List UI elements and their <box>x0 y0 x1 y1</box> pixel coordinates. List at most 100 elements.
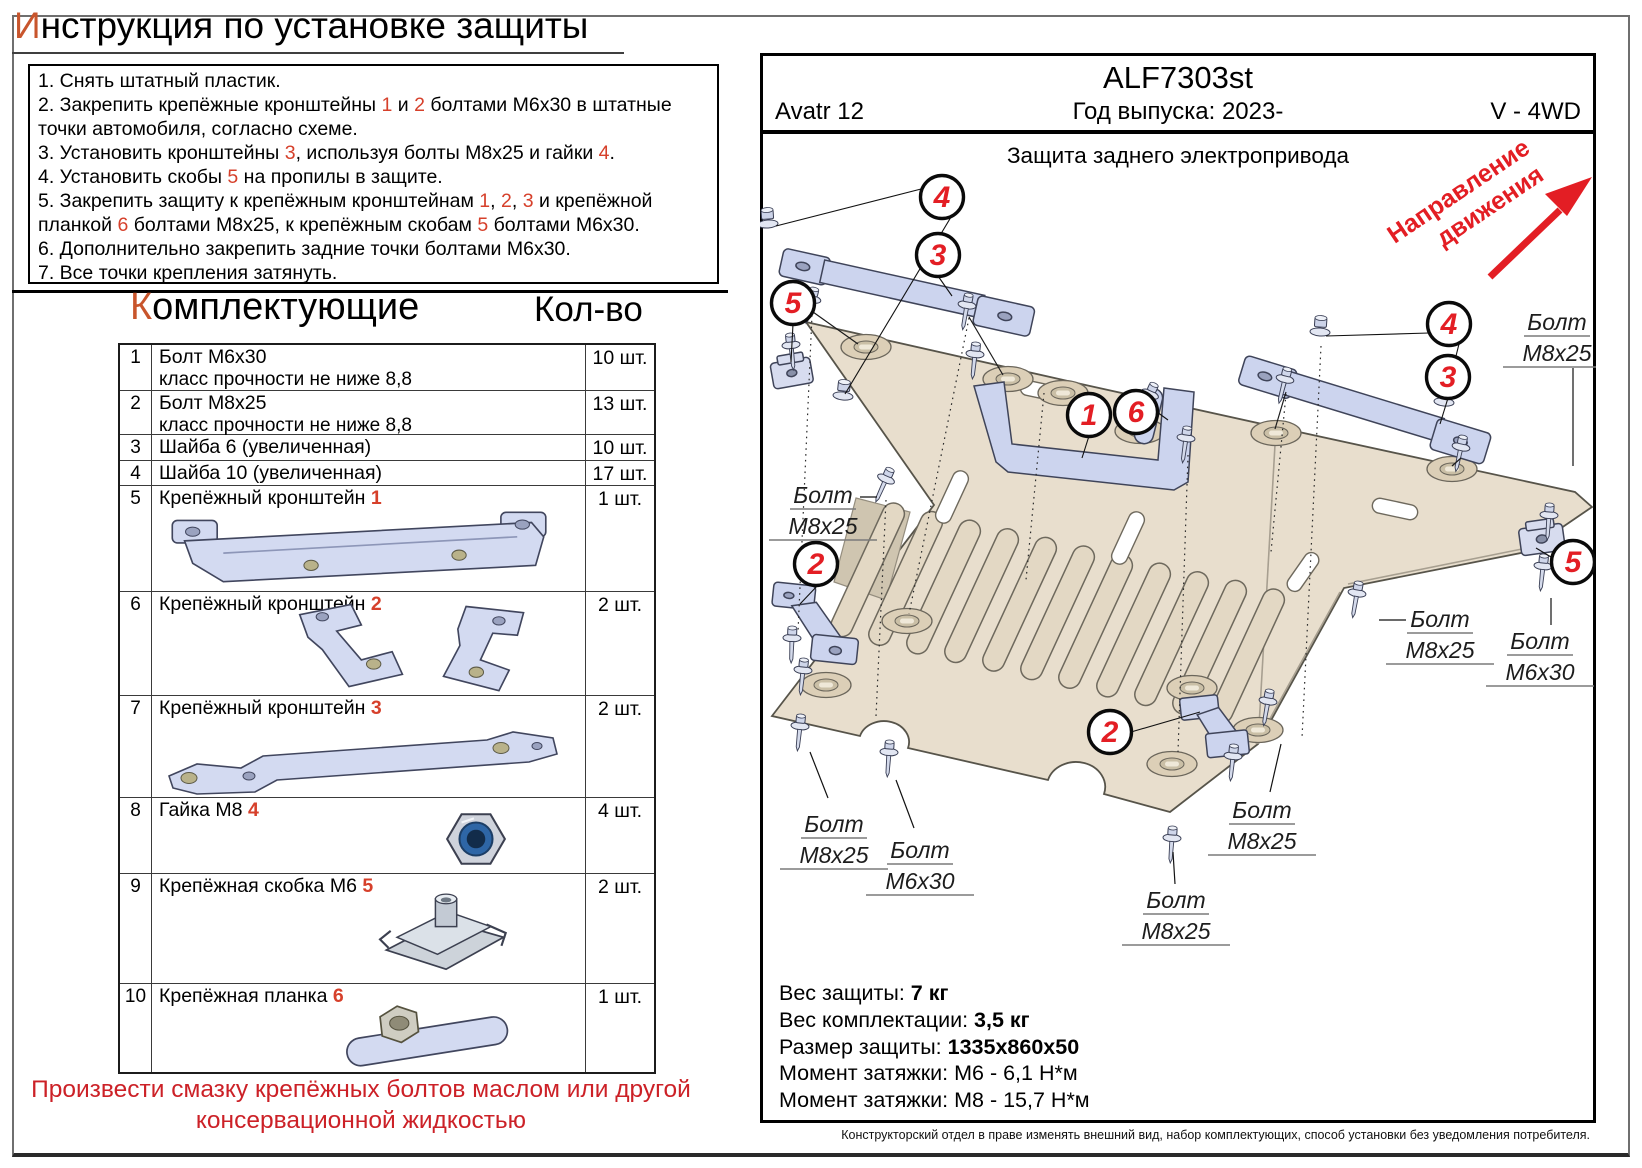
bolt-icon <box>1530 552 1554 593</box>
plate-hole <box>934 470 970 524</box>
callout-number: 4 <box>933 181 951 214</box>
washer-seat-slot <box>1001 376 1015 382</box>
bolt-label-line2: М6х30 <box>1505 659 1574 685</box>
part-row-number: 3 <box>120 435 152 460</box>
part-row-number: 10 <box>120 984 152 1072</box>
instructions-box: 1. Снять штатный пластик.2. Закрепить кр… <box>28 64 719 284</box>
callout-circle <box>918 173 966 221</box>
callout-circle <box>1086 708 1134 756</box>
bolt-label-line1: Болт <box>1146 887 1205 913</box>
drawing-title: Защита заднего электропривода <box>1006 143 1350 168</box>
spec-torque-m8: Момент затяжки: М8 - 15,7 Н*м <box>779 1088 1090 1113</box>
part-row-number: 9 <box>120 874 152 983</box>
instruction-item: 3. Установить кронштейны 3, используя бо… <box>38 142 615 164</box>
projection-line <box>1025 392 1045 581</box>
bolt-label-line1: Болт <box>1510 628 1569 654</box>
quantity-heading: Кол-во <box>534 290 643 329</box>
part-qty: 10 шт. <box>592 437 648 459</box>
part-image-clip <box>375 884 515 982</box>
components-heading-initial: К <box>130 286 153 328</box>
bolt-label-line1: Болт <box>890 837 949 863</box>
callout-leader-line <box>1325 332 1430 337</box>
callout-leader-line <box>1081 435 1090 459</box>
bolt-icon <box>1160 824 1183 865</box>
bolt-label-line2: М8х25 <box>1522 340 1591 366</box>
part-qty: 2 шт. <box>597 876 643 898</box>
part-name-cell: Шайба 6 (увеличенная) <box>152 435 586 460</box>
plate-hole <box>1110 511 1146 565</box>
callout-number: 2 <box>807 548 825 581</box>
page-title-initial: И <box>14 5 41 46</box>
part-row-number: 5 <box>120 486 152 591</box>
instruction-item: 5. Закрепить защиту к крепёжным кронштей… <box>38 190 653 236</box>
label-leader-line <box>1269 743 1282 793</box>
section-divider-line <box>12 290 728 293</box>
label-leader-line <box>895 779 915 829</box>
part-name-cell: Гайка М8 4 <box>152 798 586 873</box>
part-qty: 2 шт. <box>597 594 643 616</box>
rib-slot <box>944 528 1020 664</box>
callout-number: 4 <box>1440 308 1458 341</box>
lubrication-note: Произвести смазку крепёжных болтов масло… <box>31 1076 691 1134</box>
instruction-item: 1. Снять штатный пластик. <box>38 70 281 92</box>
callout-circle <box>769 279 817 327</box>
part-image-bracket2 <box>271 596 579 694</box>
projection-line <box>875 499 887 717</box>
bolt-leader-line <box>812 311 859 345</box>
part-spec-sub: класс прочности не ниже 8,8 <box>159 369 412 390</box>
callout-4: 4 <box>1425 300 1473 348</box>
callout-leader-line <box>1130 711 1201 733</box>
callout-5: 5 <box>1549 538 1596 586</box>
bolt-leader-line <box>1451 457 1462 467</box>
instruction-item: 2. Закрепить крепёжные кронштейны 1 и 2 … <box>38 94 672 140</box>
rib-slot <box>1134 571 1210 707</box>
part-spec-sub: класс прочности не ниже 8,8 <box>159 415 412 436</box>
part-meta-row: Avatr 12 Год выпуска: 2023- V - 4WD <box>763 96 1593 126</box>
part-number: ALF7303st <box>1103 60 1253 95</box>
part-name-cell: Крепёжный кронштейн 2 <box>152 592 586 695</box>
spec-kit-weight: Вес комплектации: 3,5 кг <box>779 1007 1030 1032</box>
engine-drive: V - 4WD <box>1490 98 1581 125</box>
spec-size: Размер защиты: 1335x860x50 <box>779 1034 1080 1059</box>
callout-leader-line <box>790 323 794 363</box>
bolt-icon <box>867 463 900 506</box>
production-year: Год выпуска: 2023- <box>1072 98 1284 125</box>
callout-number: 2 <box>1101 716 1119 749</box>
washer-seat-slot <box>1165 761 1179 767</box>
washer-seat-slot <box>1056 390 1070 396</box>
instruction-item: 7. Все точки крепления затянуть. <box>38 262 338 284</box>
washer-seat-slot <box>1251 727 1265 733</box>
bolt-icon <box>781 625 802 664</box>
components-heading-rest: омплектующие <box>152 286 420 328</box>
page-title-rest: нструкция по установке защиты <box>40 5 589 46</box>
bolt-label-line1: Болт <box>1527 309 1586 335</box>
part-qty: 13 шт. <box>592 393 648 415</box>
part-row-number: 8 <box>120 798 152 873</box>
bolt-label-line1: Болт <box>804 811 863 837</box>
bolt-leader-line <box>968 316 1004 376</box>
callout-number: 3 <box>1440 361 1457 394</box>
part-row-number: 7 <box>120 696 152 797</box>
callout-3: 3 <box>914 231 962 279</box>
specs-block: Вес защиты: 7 кг Вес комплектации: 3,5 к… <box>779 980 1090 1114</box>
disclaimer-text: Конструкторский отдел в праве изменять в… <box>841 1128 1590 1142</box>
label-leader-line <box>1172 851 1176 885</box>
direction-arrow-head <box>1545 177 1592 216</box>
callout-circle <box>1112 388 1160 436</box>
callout-circle <box>1424 353 1472 401</box>
